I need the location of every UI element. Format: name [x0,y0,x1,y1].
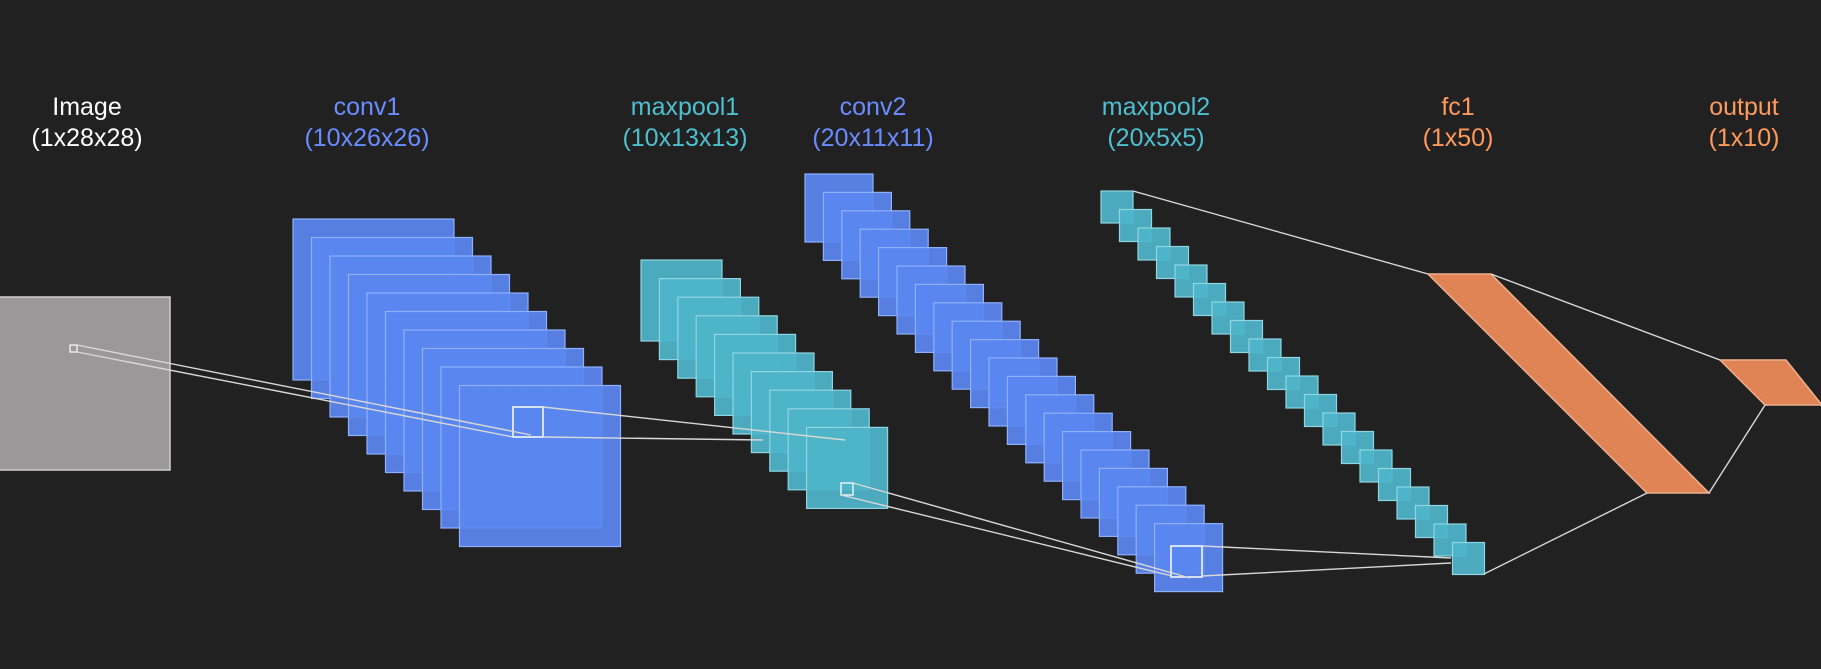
connection-line [76,351,514,438]
label-maxpool2: maxpool2 (20x5x5) [1046,92,1266,154]
fc1-parallelogram [1426,273,1711,494]
conv1-pool-window [512,406,544,438]
connection-line [542,436,764,441]
layer-name-maxpool2: maxpool2 [1101,93,1211,121]
output-parallelogram [1718,359,1821,406]
conv2-feature-map [1153,522,1224,593]
layer-name-conv1: conv1 [333,93,401,121]
output-layer [1718,359,1821,406]
connection-line [1201,562,1452,577]
conv1-layer [292,218,622,548]
image-square [0,296,171,471]
connection-line [1201,545,1452,559]
maxpool2-feature-map [1451,541,1486,576]
connection-line [1708,404,1766,494]
connection-line [542,406,846,441]
label-output: output (1x10) [1634,92,1821,154]
label-fc1: fc1 (1x50) [1348,92,1568,154]
connection-line [852,482,1191,579]
layer-dims-fc1: (1x50) [1422,124,1494,152]
connection-line [1490,273,1721,361]
image-kernel-window [69,344,78,353]
label-image: Image (1x28x28) [0,92,197,154]
image-layer [0,296,171,471]
maxpool1-kernel-window [840,482,854,496]
layer-name-fc1: fc1 [1441,93,1475,121]
label-conv1: conv1 (10x26x26) [257,92,477,154]
maxpool2-feature-map [1155,245,1190,280]
connection-line [76,344,532,436]
connection-lines [76,190,1766,579]
connection-line [1483,492,1648,575]
layer-name-conv2: conv2 [839,93,907,121]
fc1-layer [1426,273,1711,494]
layer-name-output: output [1709,93,1779,121]
label-maxpool1: maxpool1 (10x13x13) [575,92,795,154]
layer-name-maxpool1: maxpool1 [630,93,740,121]
conv2-layer [804,173,1224,593]
layer-dims-maxpool2: (20x5x5) [1107,124,1205,152]
layer-dims-output: (1x10) [1708,124,1780,152]
maxpool1-layer [640,259,889,509]
conv1-feature-map [458,384,622,548]
layer-dims-conv1: (10x26x26) [304,124,430,152]
maxpool2-feature-map [1229,319,1264,354]
layer-dims-conv2: (20x11x11) [812,124,934,152]
layer-dims-image: (1x28x28) [31,124,143,152]
connection-line [840,494,1173,577]
connection-line [1132,190,1429,275]
layer-name-image: Image [52,93,122,121]
layer-dims-maxpool1: (10x13x13) [622,124,748,152]
maxpool2-layer [1100,190,1486,576]
label-conv2: conv2 (20x11x11) [763,92,983,154]
